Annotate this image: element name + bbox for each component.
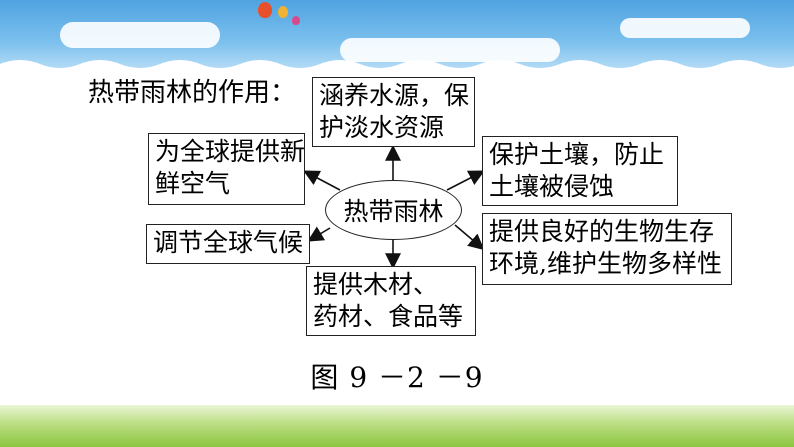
node-air: 为全球提供新 鲜空气	[148, 133, 305, 205]
node-water-line-1: 涵养水源，保	[319, 81, 470, 110]
arrow-to-air	[303, 170, 341, 191]
node-climate-line-1: 调节全球气候	[153, 228, 304, 257]
cloud	[340, 38, 560, 62]
cloud	[60, 22, 220, 48]
node-climate: 调节全球气候	[146, 224, 310, 264]
node-resources-line-1: 提供木材、	[313, 270, 439, 299]
hot-air-balloon	[292, 16, 300, 25]
node-soil-line-1: 保护土壤，防止	[489, 140, 665, 169]
figure-caption: 图 9 －2 －9	[310, 361, 484, 394]
arrow-to-climate	[307, 226, 331, 242]
center-node: 热带雨林	[325, 180, 462, 240]
arrow-to-habitat	[454, 224, 485, 251]
node-water-line-2: 护淡水资源	[319, 113, 445, 142]
sky-scallop-edge	[0, 60, 794, 78]
hot-air-balloon	[278, 6, 288, 18]
cloud	[620, 18, 750, 38]
node-air-line-1: 为全球提供新	[155, 137, 305, 166]
node-air-line-2: 鲜空气	[155, 169, 231, 198]
node-habitat-line-2: 环境,维护生物多样性	[489, 249, 722, 278]
node-resources-line-2: 药材、食品等	[313, 302, 464, 331]
grass-footer	[0, 405, 794, 447]
sky-banner	[0, 0, 794, 70]
node-soil: 保护土壤，防止 土壤被侵蚀	[482, 136, 678, 206]
arrow-to-soil	[446, 170, 485, 191]
diagram-heading: 热带雨林的作用：	[88, 78, 297, 108]
node-habitat: 提供良好的生物生存 环境,维护生物多样性	[482, 213, 732, 285]
node-habitat-line-1: 提供良好的生物生存	[489, 217, 715, 246]
node-water: 涵养水源，保 护淡水资源	[312, 77, 475, 147]
hot-air-balloon	[258, 2, 272, 18]
node-resources: 提供木材、 药材、食品等	[306, 266, 476, 336]
center-label: 热带雨林	[343, 197, 444, 226]
node-soil-line-2: 土壤被侵蚀	[489, 172, 615, 201]
